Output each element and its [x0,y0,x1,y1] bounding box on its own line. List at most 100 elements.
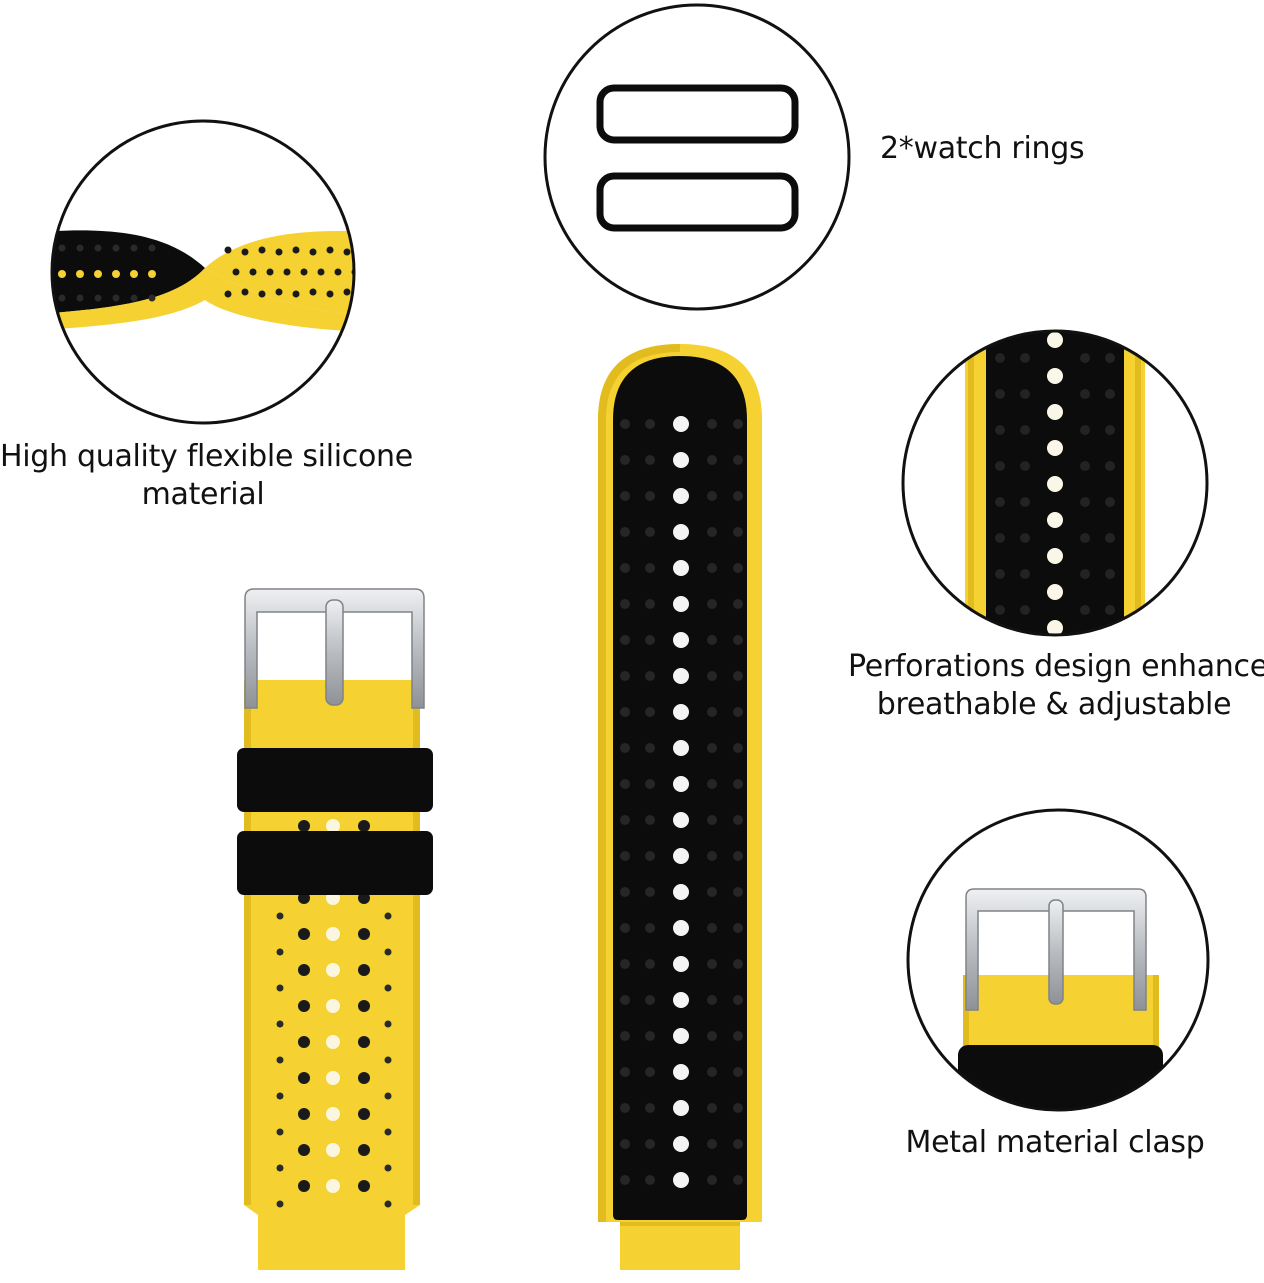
perforation-dimple [733,419,743,429]
perforation-dimple [620,743,630,753]
perforation-dimple [384,1200,392,1208]
metal-buckle [244,588,425,709]
perforation-dimple [620,455,630,465]
perforation-dimple [1080,353,1090,363]
perforation-hole-dark [224,246,232,254]
perforation-dimple [276,1200,284,1208]
perforation-dimple [620,419,630,429]
perforation-dimple [384,948,392,956]
perforation-hole-dark [358,928,370,940]
perforation-dimple [384,1128,392,1136]
perforation-dimple [112,244,120,252]
perforation-dimple [276,1092,284,1100]
band-perforations [58,244,354,302]
perforation-hole-dark [292,246,300,254]
perforation-hole-dark [326,246,334,254]
perforation-hole-dark [298,820,310,832]
perforation-hole-dark [309,248,317,256]
perforation-dimple [645,959,655,969]
perforation-dimple [995,497,1005,507]
perforation-dimple [707,671,717,681]
perforation-dimple [733,779,743,789]
perforation-dimple [1105,389,1115,399]
perforation-dimple [707,1175,717,1185]
perforation-hole-dark [298,928,310,940]
perforation-hole-dark [241,288,249,296]
perforation-dimple [733,707,743,717]
caption-silicone-line1: High quality flexible silicone [0,439,413,474]
caption-clasp: Metal material clasp [900,1124,1210,1162]
caption-clasp-text: Metal material clasp [905,1125,1205,1160]
buckle-closeup-icon [906,808,1210,1112]
perforation-dimple [995,353,1005,363]
perforation-hole-dark [298,1036,310,1048]
perforation-dimple [707,1139,717,1149]
perforation-hole [673,524,689,540]
perforation-hole-dark [241,248,249,256]
perforation-dimple [112,294,120,302]
perforation-dimple [995,605,1005,615]
strap-loop-lower [237,831,433,895]
perforation-dimple [645,671,655,681]
perforation-dimple [94,244,102,252]
perforation-dimple [707,743,717,753]
perforation-dimple [733,635,743,645]
perforation-hole [673,488,689,504]
perforation-dimple [276,1128,284,1136]
perforation-dimple [707,1067,717,1077]
perforation-dimple [645,779,655,789]
perforation-hole-dark [343,288,351,296]
perforation-hole-dark [298,1180,310,1192]
perforation-dimple [1080,389,1090,399]
perforation-hole-dark [358,1072,370,1084]
perforation-dimple [733,959,743,969]
perforation-hole [326,1035,340,1049]
perforation-dimple [733,1067,743,1077]
perforation-hole [673,740,689,756]
perforation-hole [1047,368,1063,384]
perforation-dimple [620,1139,630,1149]
perforation-hole [1047,620,1063,635]
perforation-hole [1047,512,1063,528]
perforation-dimple [94,294,102,302]
perforation-hole-dark [298,1000,310,1012]
long-strap-icon [598,344,762,1270]
perforation-dimple [1105,461,1115,471]
caption-perforations: Perforations design enhance breathable &… [848,648,1264,724]
perforation-dimple [707,1031,717,1041]
perforation-dimple [620,887,630,897]
perforation-hole [673,560,689,576]
perforation-dimple [707,419,717,429]
perforation-hole-dark [326,290,334,298]
perforation-hole [326,1179,340,1193]
watch-rings-icon [543,3,851,311]
perforation-dimple [384,912,392,920]
perforation-dimple [707,599,717,609]
perforation-dimple [645,455,655,465]
perforation-dimple [645,1175,655,1185]
perforation-dimple [1020,569,1030,579]
perforation-dimple [76,294,84,302]
perforation-dimple [733,563,743,573]
perforation-dimple [276,1020,284,1028]
perforation-dimple [620,995,630,1005]
perforation-hole [326,1071,340,1085]
perforation-hole [673,1172,689,1188]
perforation-dimple [1105,533,1115,543]
perforation-hole [673,1028,689,1044]
perforation-hole-dark [317,268,325,276]
perforation-dimple [620,1031,630,1041]
perforation-dimple [733,743,743,753]
perforation-hole-dark [358,820,370,832]
buckle-strap-icon [237,588,433,1270]
perforation-hole [1047,548,1063,564]
watch-ring-lower [596,172,799,232]
perforation-hole-dark [275,288,283,296]
caption-rings: 2*watch rings [880,130,1085,168]
caption-perforations-line2: breathable & adjustable [876,687,1232,722]
perforation-dimple [1080,461,1090,471]
perforation-hole [673,668,689,684]
perforation-dimple [1080,605,1090,615]
perforation-dimple [645,887,655,897]
